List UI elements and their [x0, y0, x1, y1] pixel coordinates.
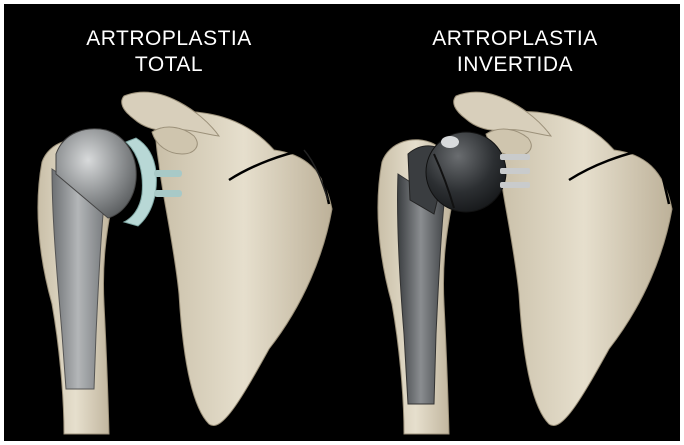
baseplate-screw-2	[500, 168, 530, 174]
glenoid-peg-2	[154, 190, 182, 197]
baseplate-screw-3	[500, 182, 530, 188]
figure-background: ARTROPLASTIA TOTAL ARTROPLASTIA INVERTID…	[4, 4, 680, 441]
left-panel-humeral-implant	[52, 129, 136, 389]
right-panel-reverse-implant	[397, 132, 530, 404]
glenoid-peg-1	[154, 170, 182, 177]
shoulder-illustrations	[4, 4, 680, 441]
left-panel-scapula	[122, 92, 332, 425]
baseplate-screw-1	[500, 154, 530, 160]
glenosphere	[426, 132, 506, 212]
